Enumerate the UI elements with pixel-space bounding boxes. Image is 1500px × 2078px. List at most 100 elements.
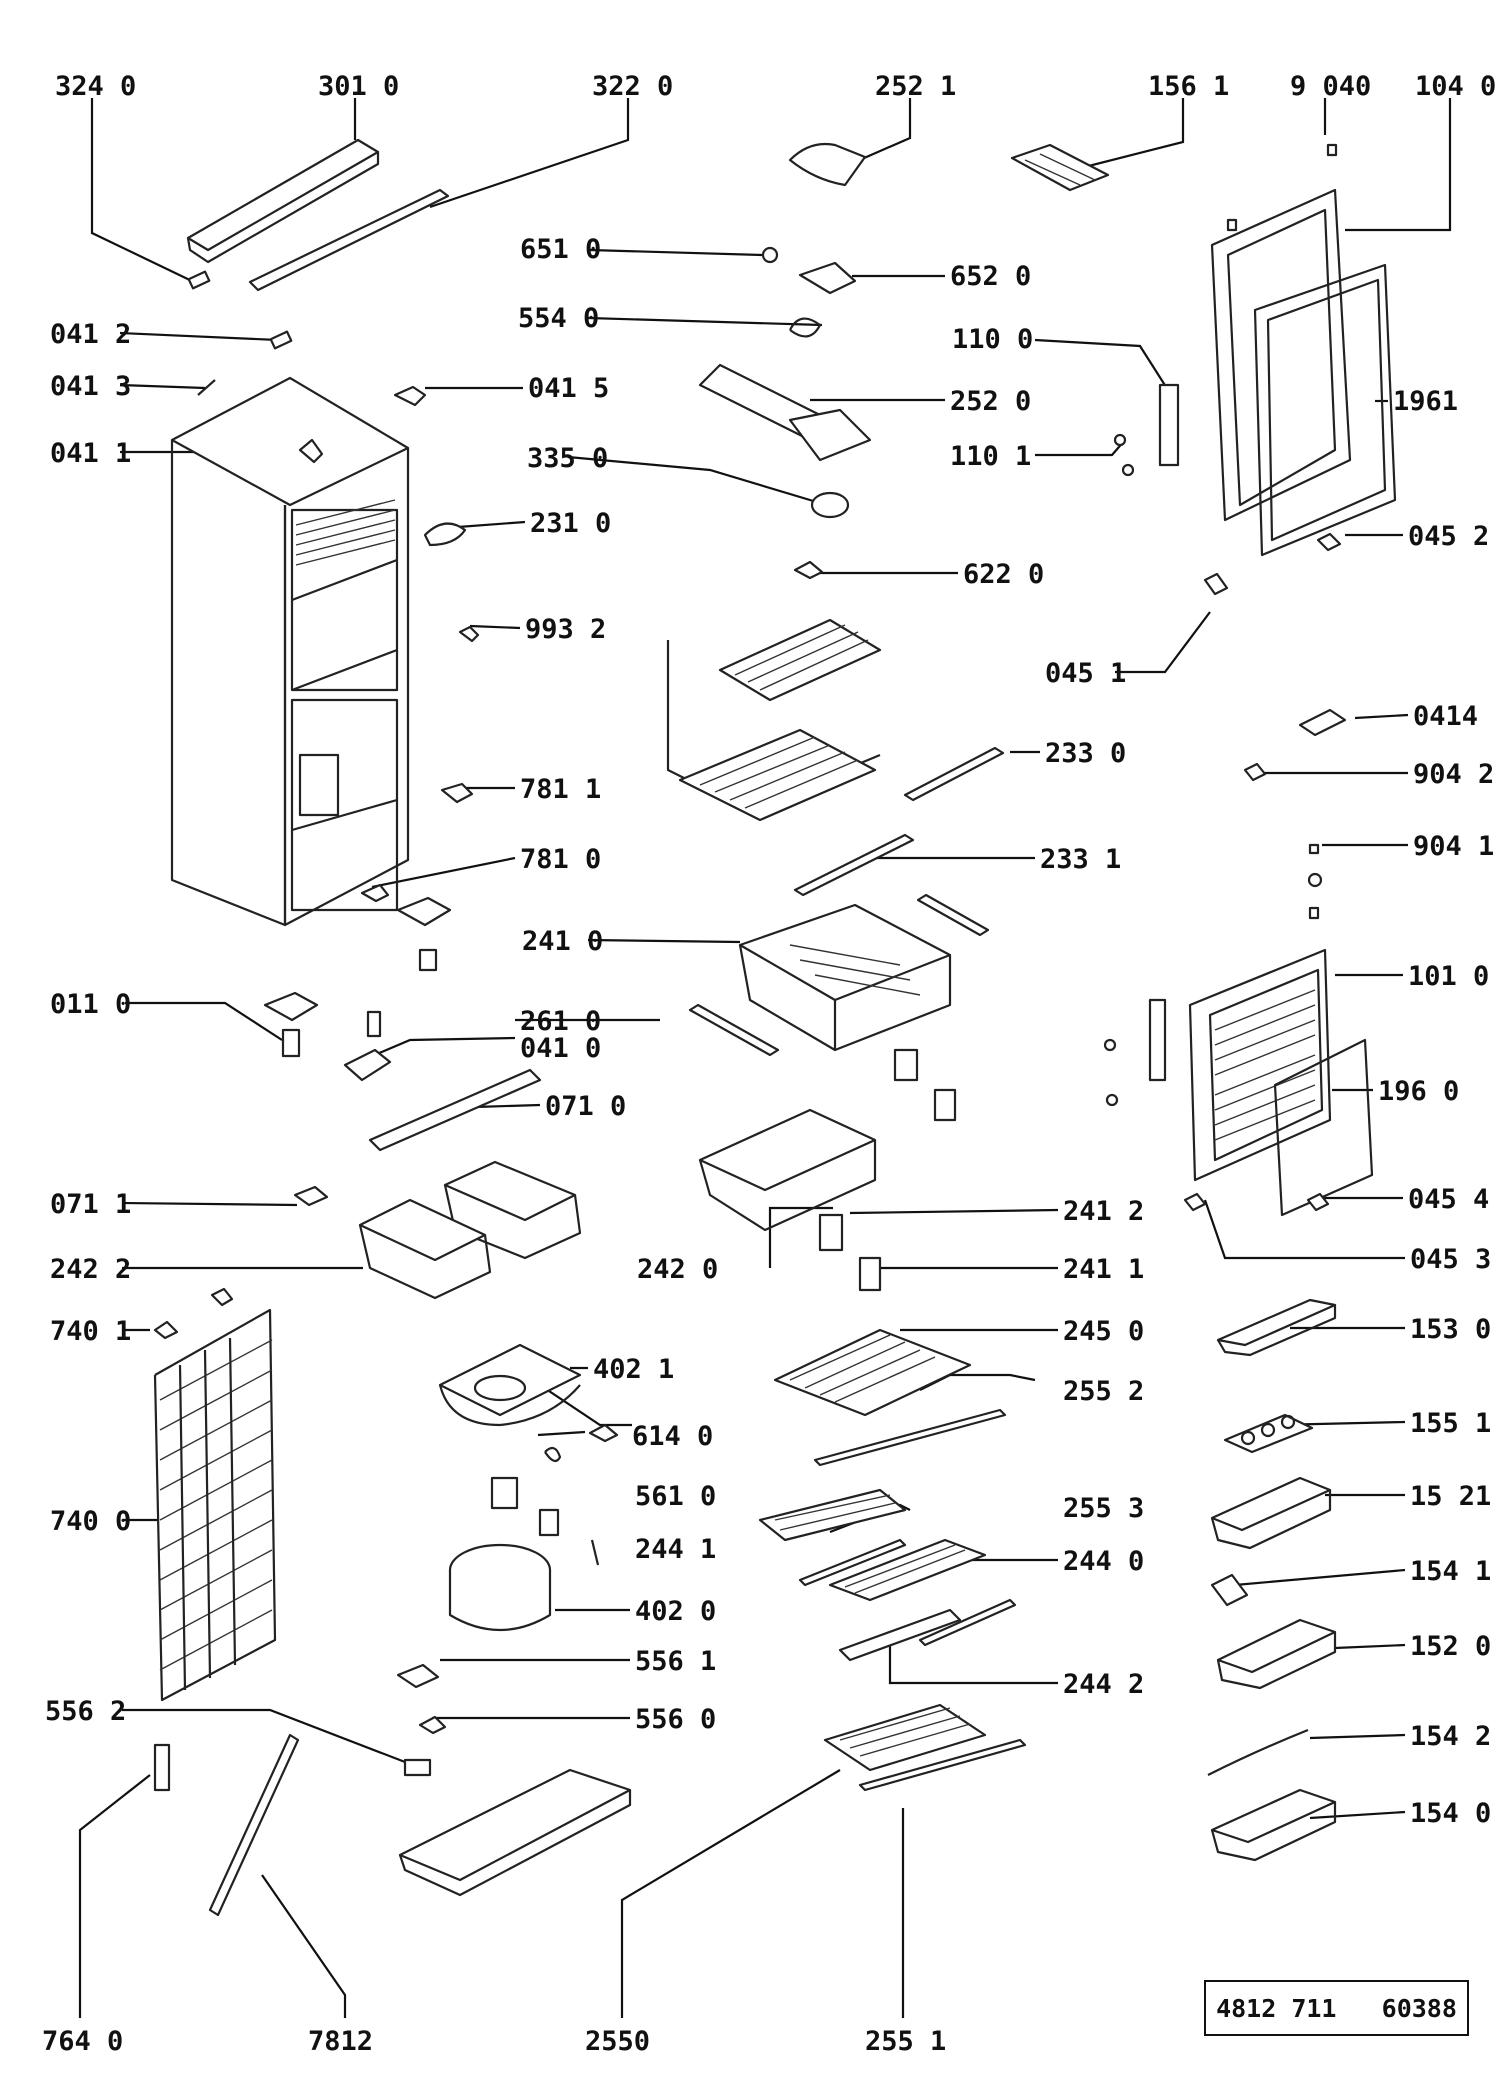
label-0454: 045 4 xyxy=(1408,1184,1489,1215)
bracket-part xyxy=(298,438,324,464)
clip-part xyxy=(153,1320,179,1340)
label-5562: 556 2 xyxy=(45,1696,126,1727)
clip-part xyxy=(269,330,293,350)
label-2520: 252 0 xyxy=(950,386,1031,417)
cabinet-part xyxy=(170,376,410,927)
evaporator-shelf-part xyxy=(666,618,882,822)
label-9041: 904 1 xyxy=(1413,831,1494,862)
label-2331: 233 1 xyxy=(1040,844,1121,875)
label-9042: 904 2 xyxy=(1413,759,1494,790)
clip-part xyxy=(1316,532,1342,552)
door-gasket-part xyxy=(1253,263,1397,557)
trim-strip-part xyxy=(248,188,450,292)
clip-part xyxy=(1306,1192,1330,1212)
label-2420: 242 0 xyxy=(637,1254,718,1285)
freezer-door-part xyxy=(1210,188,1352,522)
pad-part xyxy=(403,1758,432,1777)
rail-part xyxy=(813,1408,1007,1467)
label-5540: 554 0 xyxy=(518,303,599,334)
label-3220: 322 0 xyxy=(592,71,673,102)
label-1010: 101 0 xyxy=(1408,961,1489,992)
clip-part xyxy=(187,270,211,290)
pin-part xyxy=(197,379,216,396)
screw-part xyxy=(1103,1038,1117,1052)
document-code: 4812 711 60388 xyxy=(1216,1993,1457,2023)
label-2330: 233 0 xyxy=(1045,738,1126,769)
clip-part xyxy=(588,1423,619,1443)
rail-part xyxy=(688,1003,780,1057)
screw-part xyxy=(1308,906,1320,920)
pin-part xyxy=(366,1010,382,1038)
cover-part xyxy=(788,142,867,187)
label-0452: 045 2 xyxy=(1408,521,1489,552)
label-0110: 011 0 xyxy=(50,989,131,1020)
label-0410: 041 0 xyxy=(520,1033,601,1064)
fridge-door-part xyxy=(1188,948,1332,1182)
label-1561: 156 1 xyxy=(1148,71,1229,102)
door-shelf-part xyxy=(1216,1298,1337,1357)
label-1040: 104 0 xyxy=(1415,71,1496,102)
fitting-part xyxy=(544,1446,562,1463)
relay-part xyxy=(538,1508,560,1537)
label-2550: 2550 xyxy=(585,2026,650,2057)
label-2411: 241 1 xyxy=(1063,1254,1144,1285)
label-1521: 15 21 xyxy=(1410,1481,1491,1512)
hinge-part xyxy=(1298,708,1347,737)
label-0711: 071 1 xyxy=(50,1189,131,1220)
grommet-part xyxy=(396,1663,440,1689)
label-1541: 154 1 xyxy=(1410,1556,1491,1587)
rail-part xyxy=(793,833,915,897)
label-2521: 252 1 xyxy=(875,71,956,102)
part-number-labels: 324 0 301 0 322 0 252 1 156 1 9 040 104 … xyxy=(42,71,1496,2057)
label-3350: 335 0 xyxy=(527,443,608,474)
condenser-part xyxy=(153,1308,277,1702)
shelf-divider-part xyxy=(1210,1573,1249,1607)
base-plate-part xyxy=(398,1768,632,1897)
shelf-part xyxy=(773,1328,972,1417)
label-2310: 231 0 xyxy=(530,508,611,539)
label-5610: 561 0 xyxy=(635,1481,716,1512)
label-2551: 255 1 xyxy=(865,2026,946,2057)
label-0414: 0414 xyxy=(1413,701,1478,732)
hinge-part xyxy=(1203,572,1229,596)
label-0451: 045 1 xyxy=(1045,658,1126,689)
clip-part xyxy=(293,1185,329,1207)
knob-part xyxy=(761,246,779,264)
shelf-part xyxy=(758,1488,907,1542)
document-code-box: 4812 711 60388 xyxy=(1204,1980,1469,2036)
door-shelf-part xyxy=(1210,1476,1332,1550)
label-2553: 255 3 xyxy=(1063,1493,1144,1524)
label-0413: 041 3 xyxy=(50,371,131,402)
label-4020: 402 0 xyxy=(635,1596,716,1627)
label-2610: 261 0 xyxy=(520,1006,601,1037)
bracket-part xyxy=(393,385,427,407)
relay-part xyxy=(490,1476,519,1510)
label-2552: 255 2 xyxy=(1063,1376,1144,1407)
hinge-part xyxy=(343,1048,392,1082)
door-shelf-part xyxy=(1210,1788,1337,1862)
strut-part xyxy=(208,1733,300,1917)
washer-part xyxy=(1307,872,1323,888)
leader-lines xyxy=(78,98,1452,2018)
label-7400: 740 0 xyxy=(50,1506,131,1537)
shelf-part xyxy=(828,1538,987,1602)
label-6140: 614 0 xyxy=(632,1421,713,1452)
label-3240: 324 0 xyxy=(55,71,136,102)
label-2440: 244 0 xyxy=(1063,1546,1144,1577)
hinge-pin-part xyxy=(1158,383,1180,467)
foot-part xyxy=(418,948,438,972)
label-1960: 196 0 xyxy=(1378,1076,1459,1107)
wire-part xyxy=(590,1539,600,1566)
label-1530: 153 0 xyxy=(1410,1314,1491,1345)
part-drawings xyxy=(153,138,1397,1917)
label-1542: 154 2 xyxy=(1410,1721,1491,1752)
crisper-drawer-part xyxy=(738,903,952,1052)
drip-tray-part xyxy=(438,1343,582,1427)
clip-part xyxy=(1243,762,1267,782)
screw-part xyxy=(1226,218,1238,232)
label-3010: 301 0 xyxy=(318,71,399,102)
bracket-part xyxy=(153,1743,171,1792)
label-7640: 764 0 xyxy=(42,2026,123,2057)
rail-part xyxy=(903,746,1005,802)
spring-part xyxy=(789,317,822,338)
